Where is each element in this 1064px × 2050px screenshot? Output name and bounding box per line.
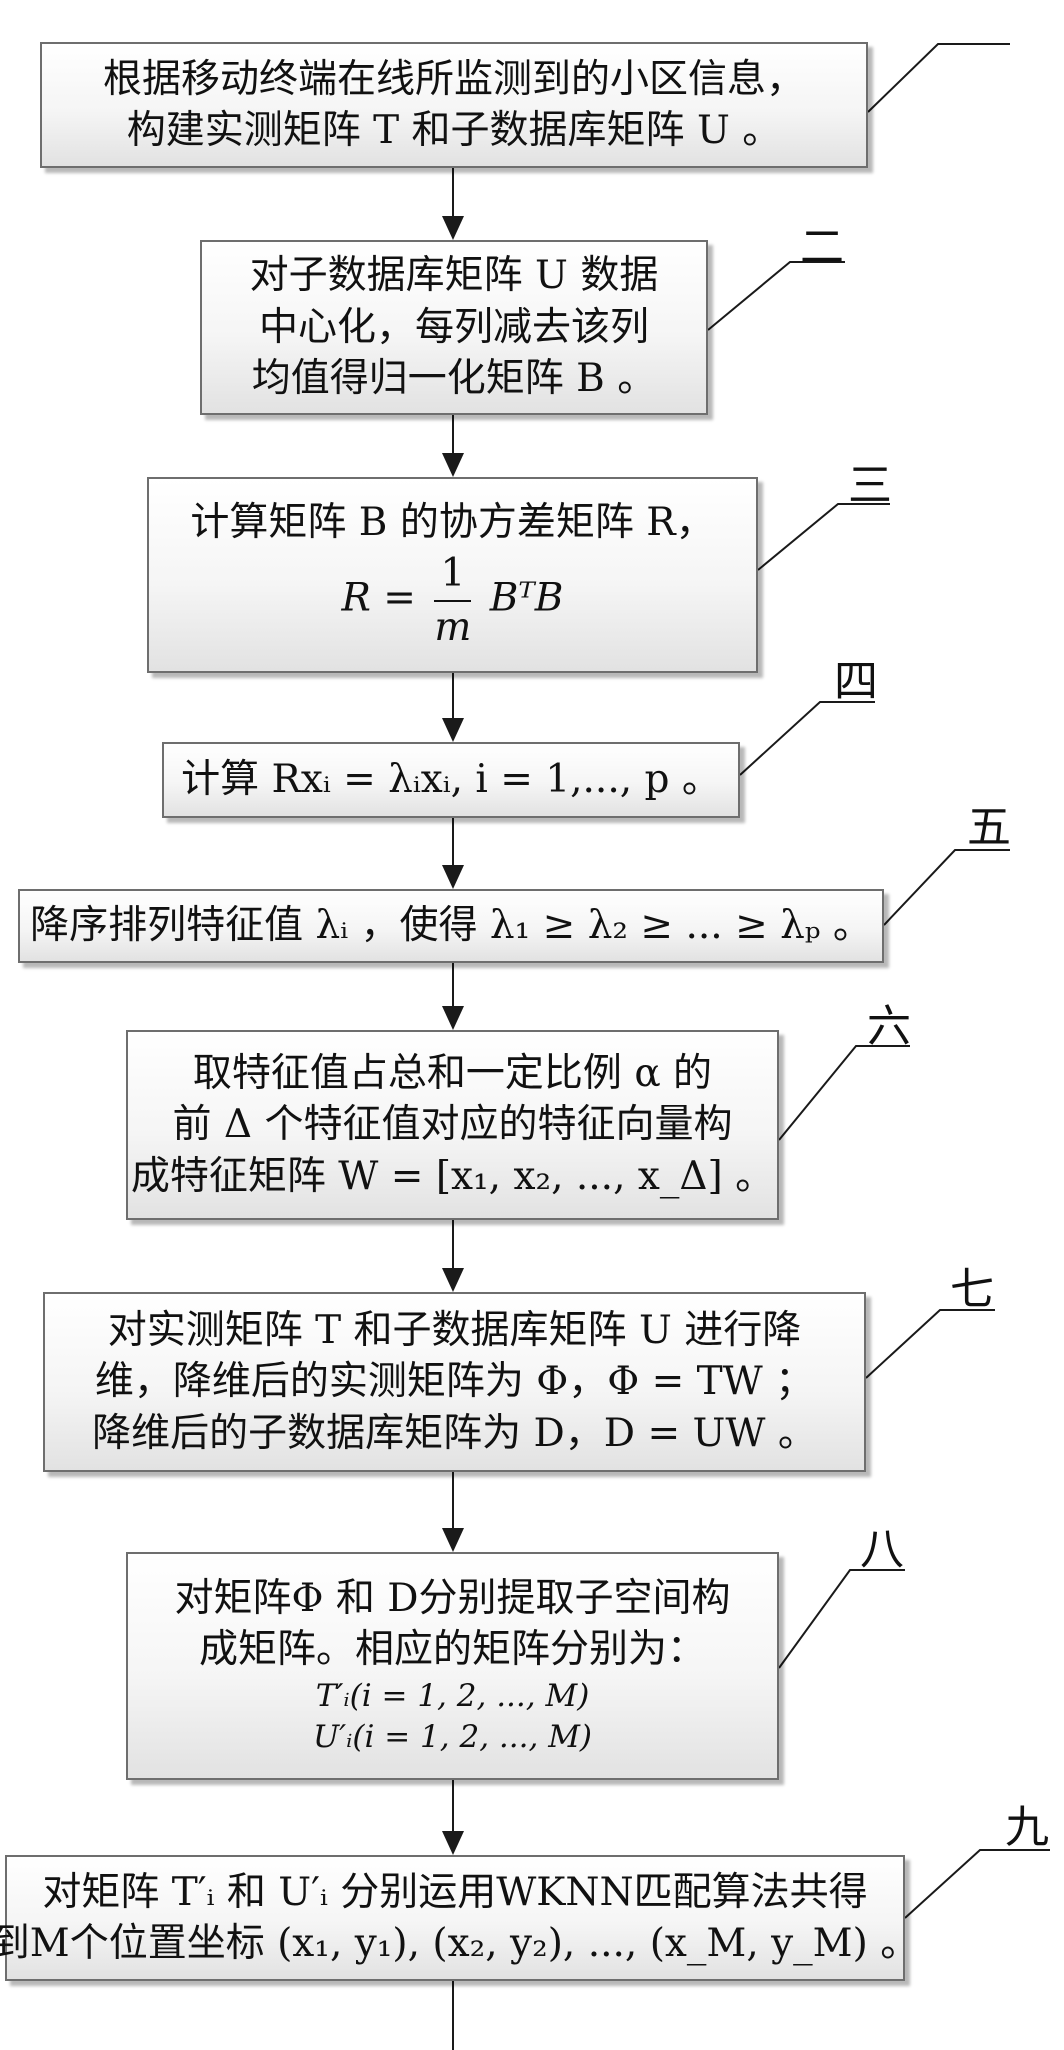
step-3-formula-numerator: 1 (434, 548, 471, 601)
step-7-box: 对实测矩阵 T 和子数据库矩阵 U 进行降 维，降维后的实测矩阵为 Φ，Φ = … (43, 1292, 866, 1472)
step-5-box: 降序排列特征值 λᵢ ，使得 λ₁ ≥ λ₂ ≥ ... ≥ λₚ 。 (18, 889, 884, 963)
step-6-tag: 六 (867, 1005, 911, 1049)
flow-arrow-1-head (442, 216, 464, 240)
step-7-tag: 七 (950, 1268, 994, 1312)
flow-arrow-7-head (442, 1528, 464, 1552)
step-3-formula-lhs: R = (342, 576, 416, 621)
step-8-line-2: 成矩阵。相应的矩阵分别为： (199, 1624, 706, 1675)
step-7-line-2: 维，降维后的实测矩阵为 Φ，Φ = TW ； (95, 1356, 814, 1407)
step-8-tag: 八 (860, 1528, 904, 1572)
tag-leader-6 (779, 1046, 910, 1140)
step-2-box: 对子数据库矩阵 U 数据 中心化，每列减去该列 均值得归一化矩阵 B 。 (200, 240, 708, 415)
step-8-subline-2: U′ᵢ(i = 1, 2, ..., M) (313, 1717, 592, 1759)
step-3-tag: 三 (848, 464, 892, 508)
step-3-formula: R = 1 m BᵀB (342, 548, 564, 653)
step-5-line-1: 降序排列特征值 λᵢ ，使得 λ₁ ≥ λ₂ ≥ ... ≥ λₚ 。 (30, 900, 872, 951)
step-3-line-1: 计算矩阵 B 的协方差矩阵 R， (190, 497, 714, 548)
flow-arrow-6-head (442, 1268, 464, 1292)
step-3-box: 计算矩阵 B 的协方差矩阵 R， R = 1 m BᵀB (147, 477, 758, 673)
step-9-tag: 九 (1005, 1806, 1049, 1850)
flow-arrow-3-head (442, 718, 464, 742)
flow-arrow-4-head (442, 865, 464, 889)
step-2-tag: 二 (800, 226, 844, 270)
step-1-tag: 一 (953, 0, 997, 22)
step-3-formula-denominator: m (434, 602, 471, 653)
tag-leader-3 (758, 504, 890, 570)
step-2-line-3: 均值得归一化矩阵 B 。 (252, 353, 656, 404)
step-8-line-1: 对矩阵Φ 和 D分别提取子空间构 (174, 1573, 730, 1624)
step-6-line-3: 成特征矩阵 W = [x₁, x₂, ..., x_Δ] 。 (131, 1151, 774, 1202)
step-6-box: 取特征值占总和一定比例 α 的 前 Δ 个特征值对应的特征向量构 成特征矩阵 W… (126, 1030, 779, 1220)
tag-leader-5 (884, 850, 1010, 925)
flow-arrow-8-head (442, 1831, 464, 1855)
step-9-box: 对矩阵 T′ᵢ 和 U′ᵢ 分别运用WKNN匹配算法共得 到M个位置坐标 (x₁… (5, 1855, 905, 1981)
step-1-line-1: 根据移动终端在线所监测到的小区信息， (103, 54, 805, 105)
step-2-line-1: 对子数据库矩阵 U 数据 (250, 250, 659, 301)
step-4-line-1: 计算 Rxᵢ = λᵢxᵢ, i = 1,..., p 。 (181, 754, 721, 805)
step-9-line-2: 到M个位置坐标 (x₁, y₁), (x₂, y₂), ..., (x_M, y… (0, 1918, 919, 1969)
flow-arrow-5-head (442, 1006, 464, 1030)
step-3-formula-rhs: BᵀB (490, 576, 564, 621)
tag-leader-4 (740, 702, 875, 775)
step-2-line-2: 中心化，每列减去该列 (259, 302, 649, 353)
step-8-box: 对矩阵Φ 和 D分别提取子空间构 成矩阵。相应的矩阵分别为： T′ᵢ(i = 1… (126, 1552, 779, 1780)
step-6-line-2: 前 Δ 个特征值对应的特征向量构 (173, 1099, 733, 1150)
step-4-tag: 四 (834, 660, 878, 704)
step-4-box: 计算 Rxᵢ = λᵢxᵢ, i = 1,..., p 。 (162, 742, 740, 818)
step-7-line-3: 降维后的子数据库矩阵为 D，D = UW 。 (92, 1408, 817, 1459)
tag-leader-9 (905, 1850, 1050, 1918)
step-3-formula-fraction: 1 m (434, 548, 471, 653)
step-7-line-1: 对实测矩阵 T 和子数据库矩阵 U 进行降 (108, 1305, 801, 1356)
tag-leader-8 (779, 1570, 905, 1668)
flow-arrow-2-head (442, 453, 464, 477)
step-8-subline-1: T′ᵢ(i = 1, 2, ..., M) (316, 1676, 590, 1718)
step-6-line-1: 取特征值占总和一定比例 α 的 (193, 1048, 712, 1099)
step-5-tag: 五 (967, 806, 1011, 850)
step-1-line-2: 构建实测矩阵 T 和子数据库矩阵 U 。 (127, 105, 781, 156)
step-1-box: 根据移动终端在线所监测到的小区信息， 构建实测矩阵 T 和子数据库矩阵 U 。 (40, 42, 868, 168)
tag-leader-7 (866, 1310, 995, 1378)
tag-leader-1 (868, 44, 1010, 112)
step-9-line-1: 对矩阵 T′ᵢ 和 U′ᵢ 分别运用WKNN匹配算法共得 (42, 1867, 867, 1918)
